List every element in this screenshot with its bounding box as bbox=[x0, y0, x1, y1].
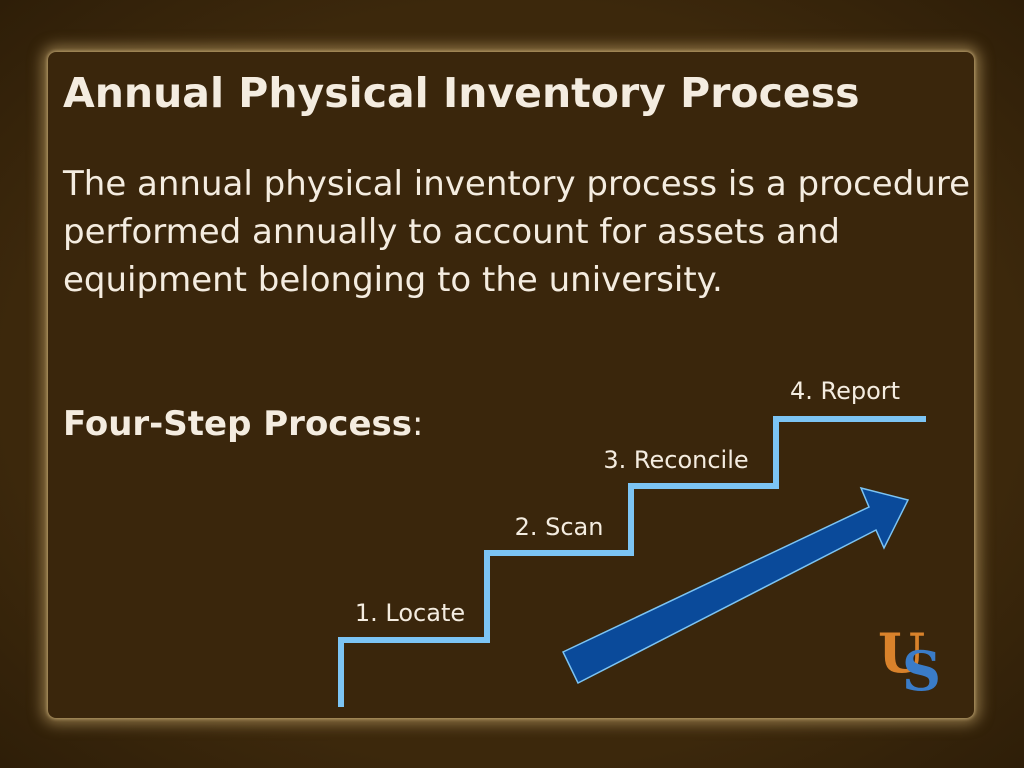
step-label-report: 4. Report bbox=[790, 377, 900, 405]
us-logo: U S bbox=[878, 621, 941, 703]
four-step-heading: Four-Step Process: bbox=[63, 400, 423, 448]
logo-letter-s: S bbox=[902, 639, 941, 703]
four-step-heading-colon: : bbox=[412, 404, 424, 444]
four-step-heading-bold: Four-Step Process bbox=[63, 404, 412, 444]
staircase-line bbox=[338, 416, 926, 707]
slide-body-text: The annual physical inventory process is… bbox=[63, 164, 971, 300]
step-label-scan: 2. Scan bbox=[515, 513, 604, 541]
slide-title: Annual Physical Inventory Process bbox=[63, 69, 860, 117]
logo-letter-u: U bbox=[878, 621, 925, 685]
step-label-locate: 1. Locate bbox=[355, 599, 465, 627]
step-label-reconcile: 3. Reconcile bbox=[603, 446, 748, 474]
progress-arrow bbox=[561, 486, 910, 685]
content-panel bbox=[48, 52, 974, 718]
